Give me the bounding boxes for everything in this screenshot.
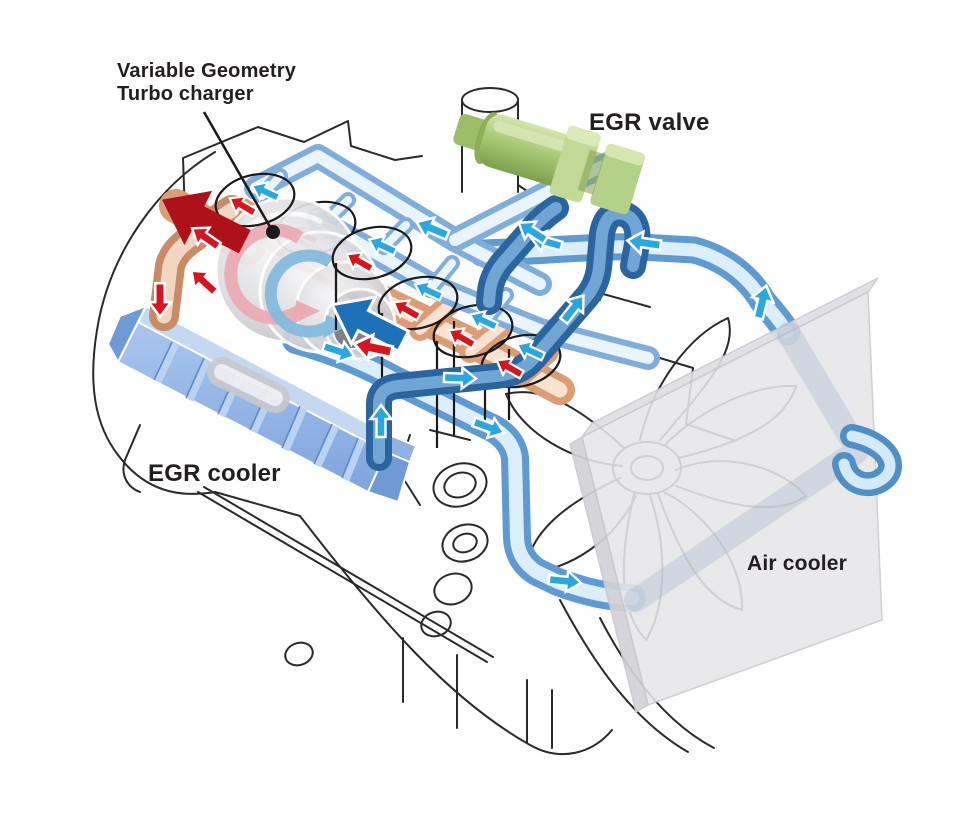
callout-dot bbox=[266, 225, 280, 239]
egr-valve-label: EGR valve bbox=[589, 109, 710, 136]
egr-valve bbox=[453, 112, 645, 215]
air-cooler bbox=[569, 277, 883, 714]
egr-pipe bbox=[366, 195, 651, 471]
intake-branch-stubs bbox=[254, 168, 562, 358]
cylinder bbox=[377, 275, 459, 331]
pipe-ghost-through-cooler bbox=[624, 322, 868, 612]
air-cooler-label: Air cooler bbox=[747, 552, 848, 575]
turbocharger-label-line1: Variable Geometry bbox=[117, 60, 297, 82]
pipe-u-bend bbox=[832, 424, 902, 497]
cylinder bbox=[214, 172, 296, 228]
cylinder bbox=[331, 225, 413, 281]
cooler-ribs bbox=[154, 342, 366, 482]
cooler-rib-lines bbox=[153, 341, 359, 479]
egr-cooler-label: EGR cooler bbox=[148, 460, 281, 487]
callout-line bbox=[202, 111, 280, 239]
pulley-cluster bbox=[284, 462, 489, 667]
cylinder bbox=[432, 303, 514, 359]
turbocharger-label-line2: Turbo charger bbox=[117, 83, 254, 105]
turbocharger-label: Variable Geometry Turbo charger bbox=[117, 60, 296, 106]
